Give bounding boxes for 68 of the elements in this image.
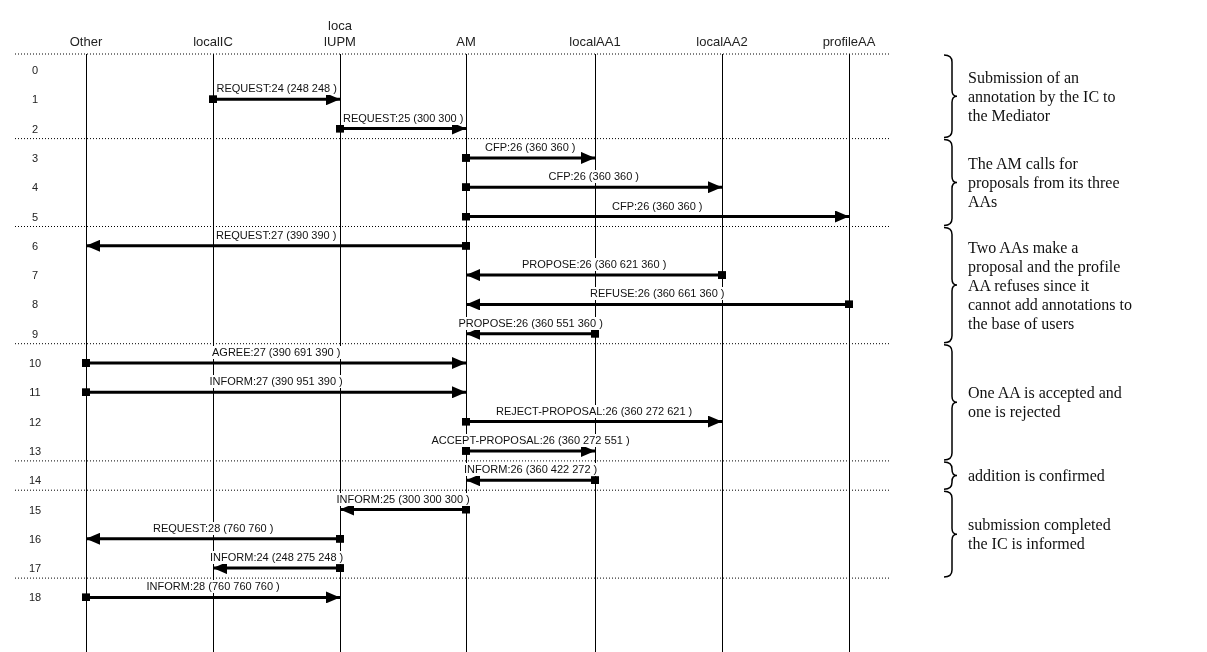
message-label: REFUSE:26 (360 661 360 ) bbox=[588, 287, 727, 301]
row-number: 2 bbox=[30, 122, 40, 135]
message-arrow bbox=[462, 181, 722, 194]
row-number: 9 bbox=[30, 327, 40, 340]
row-number: 7 bbox=[30, 269, 40, 282]
phase-note: addition is confirmed bbox=[968, 466, 1106, 486]
phase-note: The AM calls for proposals from its three AAs bbox=[968, 154, 1121, 212]
phase-note: submission completed the IC is informed bbox=[968, 515, 1112, 554]
message-arrow bbox=[82, 386, 466, 399]
message-label: REQUEST:24 (248 248 ) bbox=[214, 82, 339, 96]
message-label: PROPOSE:26 (360 621 360 ) bbox=[520, 258, 669, 272]
row-number: 0 bbox=[30, 64, 40, 76]
message-arrow bbox=[462, 210, 849, 223]
message-label: REJECT-PROPOSAL:26 (360 272 621 ) bbox=[494, 404, 695, 418]
row-number: 3 bbox=[30, 151, 40, 164]
row-number: 13 bbox=[27, 444, 43, 457]
row-number: 11 bbox=[28, 386, 42, 399]
message-label: CFP:26 (360 360 ) bbox=[610, 199, 705, 213]
message-arrow bbox=[82, 357, 466, 369]
lifeline-header: Other bbox=[68, 34, 104, 50]
message-label: INFORM:24 (248 275 248 ) bbox=[208, 551, 346, 565]
lifeline-header: profileAA bbox=[821, 34, 877, 50]
row-number: 5 bbox=[30, 210, 40, 223]
message-arrow bbox=[462, 415, 722, 428]
message-label: ACCEPT-PROPOSAL:26 (360 272 551 ) bbox=[429, 433, 632, 447]
row-number: 18 bbox=[27, 591, 43, 604]
lifeline-header: loca lUPM bbox=[323, 18, 357, 50]
row-number: 6 bbox=[30, 239, 40, 252]
message-label: REQUEST:25 (300 300 ) bbox=[341, 111, 466, 125]
message-arrow bbox=[340, 503, 470, 516]
lifeline-header: localAA1 bbox=[568, 34, 622, 50]
message-label: INFORM:27 (390 951 390 ) bbox=[207, 375, 345, 389]
message-label: REQUEST:27 (390 390 ) bbox=[214, 228, 339, 242]
row-number: 1 bbox=[30, 93, 40, 106]
phase-note: Two AAs make a proposal and the profile AA refuses since it cannot add annotations to the base of users bbox=[968, 237, 1133, 333]
row-number: 10 bbox=[27, 357, 43, 369]
message-label: AGREE:27 (390 691 390 ) bbox=[210, 346, 343, 359]
message-label: REQUEST:28 (760 760 ) bbox=[151, 521, 276, 535]
message-arrow bbox=[466, 269, 726, 282]
row-number: 15 bbox=[27, 503, 43, 516]
row-number: 4 bbox=[30, 181, 40, 194]
phase-note: Submission of an annotation by the IC to the Mediator bbox=[968, 67, 1117, 125]
message-label: CFP:26 (360 360 ) bbox=[483, 140, 578, 154]
message-arrow bbox=[336, 122, 466, 135]
row-number: 17 bbox=[27, 562, 43, 575]
message-arrow bbox=[82, 591, 340, 604]
message-label: INFORM:25 (300 300 300 ) bbox=[334, 492, 472, 506]
message-label: INFORM:28 (760 760 760 ) bbox=[144, 580, 282, 594]
message-arrow bbox=[209, 93, 340, 106]
message-arrow bbox=[462, 151, 595, 164]
row-number: 12 bbox=[27, 415, 43, 428]
message-arrow bbox=[213, 562, 344, 575]
lifeline-header: localAA2 bbox=[695, 34, 749, 50]
message-label: PROPOSE:26 (360 551 360 ) bbox=[456, 316, 605, 330]
row-number: 8 bbox=[30, 298, 40, 311]
lifeline-header: localIC bbox=[192, 34, 234, 50]
message-label: INFORM:26 (360 422 272 ) bbox=[462, 463, 600, 477]
phase-note: One AA is accepted and one is rejected bbox=[968, 383, 1123, 422]
row-number: 16 bbox=[27, 532, 43, 545]
message-arrow bbox=[466, 474, 599, 487]
lifeline-header: AM bbox=[455, 34, 477, 50]
message-arrow bbox=[86, 532, 344, 545]
message-arrow bbox=[462, 444, 595, 457]
message-arrow bbox=[466, 327, 599, 340]
row-number: 14 bbox=[27, 474, 43, 487]
message-label: CFP:26 (360 360 ) bbox=[546, 170, 641, 184]
message-arrow bbox=[86, 239, 470, 252]
message-arrow bbox=[466, 298, 853, 311]
